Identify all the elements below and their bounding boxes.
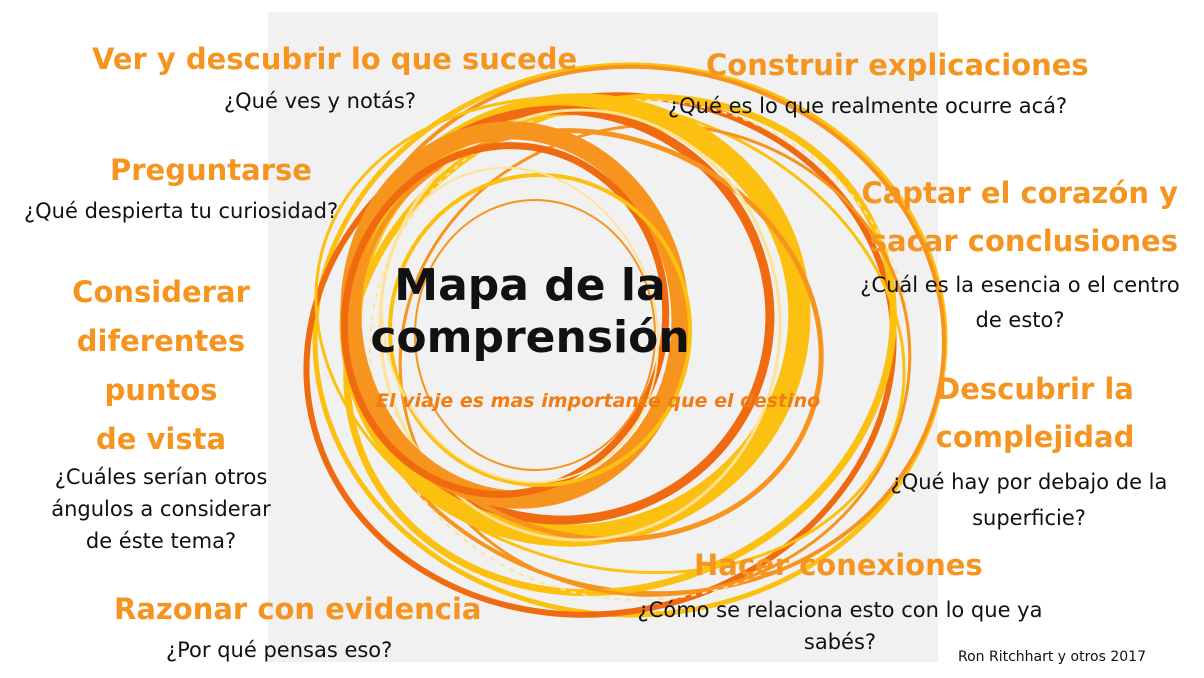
move-question-ver-y-descubrir: ¿Qué ves y notás?	[224, 89, 416, 113]
move-title-ver-y-descubrir: Ver y descubrir lo que sucede	[92, 42, 578, 76]
move-title-razonar-con-evidencia: Razonar con evidencia	[114, 592, 482, 626]
move-question-captar-el-corazon: ¿Cuál es la esencia o el centro de esto?	[860, 273, 1180, 332]
center-title-line-1: Mapa de la	[394, 260, 666, 311]
move-question-razonar-con-evidencia: ¿Por qué pensas eso?	[166, 638, 393, 662]
ring	[380, 166, 660, 484]
ring	[388, 173, 692, 487]
ring	[340, 142, 670, 498]
move-title-descubrir-complejidad: Descubrir la complejidad	[935, 372, 1135, 454]
move-title-considerar-puntos-de-vista: Considerar diferentes puntos de vista	[72, 275, 250, 456]
move-question-construir-explicaciones: ¿Qué es lo que realmente ocurre acá?	[668, 94, 1068, 118]
ring	[340, 121, 690, 509]
move-question-preguntarse: ¿Qué despierta tu curiosidad?	[24, 199, 339, 223]
ring	[378, 108, 782, 542]
move-question-considerar-puntos-de-vista: ¿Cuáles serían otros ángulos a considera…	[51, 465, 271, 553]
ring	[414, 199, 656, 471]
center-title: Mapa de la comprensión	[330, 260, 730, 364]
center-title-line-2: comprensión	[370, 312, 690, 363]
move-title-hacer-conexiones: Hacer conexiones	[694, 548, 983, 582]
move-question-hacer-conexiones: ¿Cómo se relaciona esto con lo que ya sa…	[637, 598, 1043, 654]
center-subtitle: El viaje es mas importante que el destin…	[376, 390, 821, 412]
ring	[356, 128, 824, 542]
move-title-construir-explicaciones: Construir explicaciones	[706, 48, 1089, 82]
move-title-captar-el-corazon: Captar el corazón y sacar conclusiones	[861, 176, 1178, 258]
move-question-descubrir-complejidad: ¿Qué hay por debajo de la superficie?	[890, 470, 1168, 530]
move-title-preguntarse: Preguntarse	[110, 153, 312, 187]
credit-text: Ron Ritchhart y otros 2017	[958, 649, 1146, 665]
